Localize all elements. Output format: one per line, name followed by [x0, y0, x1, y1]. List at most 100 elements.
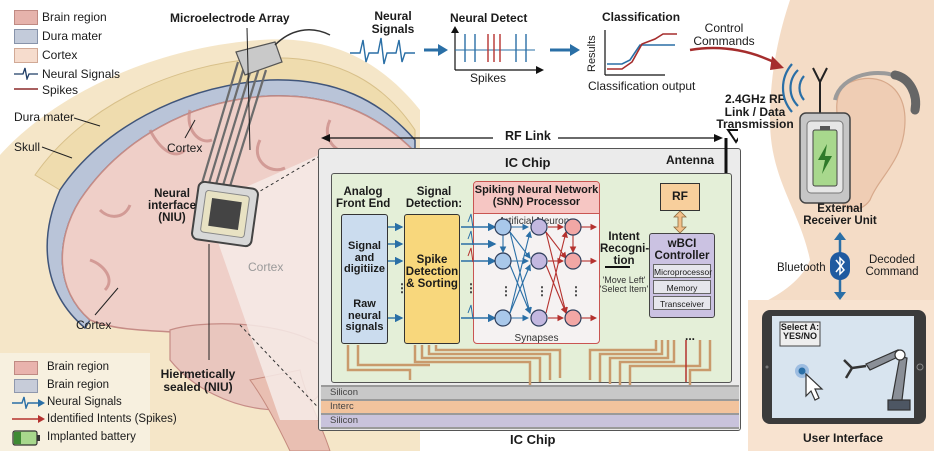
classification-series-blue	[607, 44, 675, 65]
red-arrow-icon	[12, 415, 45, 423]
dura-mater-swatch	[14, 29, 38, 44]
charge-bolt-icon	[818, 144, 832, 174]
cortex-swatch	[14, 48, 38, 63]
snn-title: Spiking Neural Network (SNN) Processor	[474, 184, 599, 208]
neural-signal-arrow-icon	[12, 396, 45, 409]
neuron-l3	[564, 252, 582, 270]
tablet-user-interface	[762, 310, 926, 424]
label-line: Neural	[154, 188, 190, 200]
rf-block	[660, 183, 700, 211]
label-line: signals	[345, 321, 384, 334]
label-line: Commands	[693, 33, 755, 48]
label-line: interface	[148, 200, 196, 213]
ic-chip-bottom-title: IC Chip	[510, 432, 556, 447]
label-line: Transmission	[716, 117, 794, 132]
interconnect-layer	[321, 401, 739, 413]
legend-label: Brain region	[47, 379, 110, 391]
label-line: Recogni-	[600, 243, 650, 256]
legend-label: Implanted battery	[47, 431, 136, 443]
brain-region-swatch	[14, 361, 38, 375]
silicon-layer-bottom	[321, 415, 739, 427]
snn-header	[474, 182, 599, 214]
legend-label: Cortex	[42, 48, 78, 62]
rf-link-arrow	[321, 129, 738, 144]
svg-text:⋮: ⋮	[536, 284, 548, 298]
cortex-label: Cortex	[167, 141, 203, 155]
ellipsis: ...	[685, 329, 696, 343]
neuron-l1	[494, 252, 512, 270]
label-line: Detection	[405, 266, 459, 279]
bluetooth-link	[830, 232, 850, 300]
label-line: (SNN) Processor	[492, 195, 581, 208]
label-line: Decoded	[868, 254, 916, 266]
decoded-command-label: Decoded Command	[862, 254, 922, 278]
label-line: (NIU)	[158, 212, 186, 225]
battery-icon	[12, 430, 40, 446]
microelectrode-array	[198, 61, 268, 194]
neural-detect-label: Neural Detect	[450, 11, 528, 25]
label-line: Receiver Unit	[803, 215, 877, 228]
legend-label: Brain region	[47, 361, 110, 373]
results-axis-label: Results	[586, 35, 598, 72]
label-line: neural	[347, 309, 381, 322]
cortex-label: Cortex	[76, 318, 112, 332]
dura-mater-label: Dura mater	[14, 110, 75, 124]
afe-title: Analog Front End	[336, 186, 390, 210]
label-line: Neural	[374, 9, 412, 23]
label-line: wBCI	[667, 238, 697, 250]
external-receiver-device	[781, 63, 851, 204]
label-line: Spike	[416, 254, 448, 266]
layer-label: Silicon	[330, 415, 358, 426]
label-line: YES/NO	[782, 331, 817, 342]
label-line: Controller	[654, 250, 710, 263]
hermetically-sealed-label: Hiermetically sealed (NIU)	[150, 368, 246, 393]
intent-examples: 'Move Left' 'Select Item'	[598, 275, 650, 295]
classification-plot	[604, 30, 677, 76]
afe-raw-label: Raw neural signals	[341, 298, 388, 334]
cortex-faded-label: Cortex	[248, 260, 284, 274]
label-line: Detection:	[405, 198, 463, 211]
label-line: Command	[865, 266, 919, 279]
select-prompt-box	[779, 321, 821, 347]
legend-label: Brain region	[42, 10, 107, 24]
bluetooth-icon	[835, 256, 846, 276]
label-line: Hiermetically	[160, 367, 236, 381]
label-line: 'Move Left'	[602, 275, 646, 285]
neural-interface-label: Neural interface (NIU)	[142, 188, 202, 224]
controller-title: wBCI Controller	[649, 238, 715, 262]
neural-signals-wave	[350, 37, 415, 65]
select-prompt-label: Select A: YES/NO	[780, 322, 820, 342]
classification-label: Classification	[602, 10, 681, 24]
neuron-l1	[494, 218, 512, 236]
neural-signals-label: Neural Signals	[366, 10, 420, 35]
legend-label: Neural Signals	[42, 67, 121, 81]
label-line: & Sorting	[406, 278, 458, 291]
classification-series-red	[607, 33, 677, 70]
legend-label: Neural Signals	[47, 396, 122, 408]
brain-region-swatch	[14, 10, 38, 25]
label-line: Raw	[353, 298, 376, 310]
user-interface-label: User Interface	[803, 431, 884, 445]
spikes-axis-label: Spikes	[470, 71, 507, 85]
label-line: Front End	[336, 198, 391, 211]
microprocessor-cell: Microprocessor	[653, 264, 712, 278]
label-line: Signal	[416, 186, 452, 198]
signal-pipeline	[350, 26, 784, 76]
neuron-l3	[564, 309, 582, 327]
afe-signal-label: Signal and digitiize	[341, 240, 388, 276]
afe-block	[341, 214, 388, 344]
svg-text:⋮: ⋮	[500, 284, 512, 298]
silicon-layer	[321, 387, 739, 399]
antenna-label: Antenna	[666, 153, 714, 167]
svg-text:⋮: ⋮	[396, 281, 408, 295]
memory-cell: Memory	[653, 280, 711, 294]
control-commands-label: Control Commands	[688, 22, 760, 47]
label-line: External	[817, 203, 863, 215]
neural-detect-plot	[451, 26, 544, 74]
rf-controller-link	[673, 211, 687, 233]
antenna-icon	[812, 67, 828, 113]
svg-text:⋮: ⋮	[465, 281, 477, 295]
spike-detection-label: Spike Detection & Sorting	[404, 254, 460, 290]
interconnect-traces	[346, 340, 712, 390]
ic-chip-title: IC Chip	[505, 155, 551, 170]
